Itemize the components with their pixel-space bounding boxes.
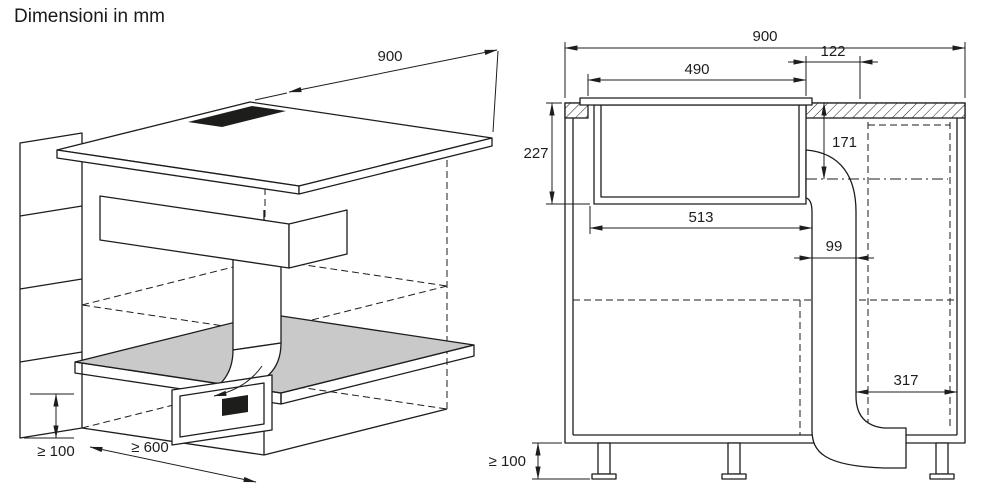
dim-label-iso-plinth: ≥ 100 [37, 443, 74, 460]
dim-label-inner-depth: 171 [832, 134, 857, 151]
airflow-arrow [213, 365, 263, 397]
tub-inner [600, 104, 800, 198]
dim-label-duct-offset: 122 [820, 43, 845, 60]
cabinet-legs [591, 442, 955, 480]
dim-label-total-width: 900 [752, 28, 777, 45]
dim-clearance-below: 513 [589, 206, 813, 234]
section-view: 900 122 490 227 [489, 28, 966, 480]
dim-label-duct-width: 99 [826, 238, 843, 255]
interior-construction-lines [573, 122, 957, 435]
dim-label-clearance-below: 513 [688, 209, 713, 226]
dim-inner-depth: 171 [821, 102, 857, 180]
dim-label-iso-900: 900 [377, 48, 402, 65]
cooktop-section [579, 97, 813, 205]
glass-panel [579, 97, 813, 106]
dim-right-clearance: 317 [855, 372, 958, 395]
dim-label-cutout-width: 490 [684, 61, 709, 78]
dim-hob-depth: 227 [523, 102, 590, 205]
drawer-unit [19, 132, 83, 439]
dim-cutout-width: 490 [587, 56, 807, 96]
dim-iso-depth: ≥ 600 [89, 439, 257, 483]
dim-label-iso-depth: ≥ 600 [131, 439, 168, 456]
exhaust-duct [805, 149, 907, 469]
cooktop-tub-iso [99, 195, 348, 269]
isometric-view: 900 ≥ 100 ≥ 600 [19, 48, 499, 483]
dim-iso-plinth: ≥ 100 [24, 393, 75, 460]
cooktop-glass-iso [56, 101, 493, 195]
dim-section-plinth: ≥ 100 [489, 442, 590, 480]
vent-intake-grille [188, 106, 286, 127]
dim-iso-width: 900 [254, 48, 499, 133]
page-title: Dimensioni in mm [14, 6, 165, 27]
connector-grille [222, 395, 248, 416]
dim-label-right-clearance: 317 [893, 372, 918, 389]
dim-duct-offset: 122 [788, 43, 878, 99]
plinth-connector-box [171, 374, 273, 446]
worktop-left [564, 102, 589, 119]
dim-duct-width: 99 [794, 238, 874, 261]
dim-label-hob-depth: 227 [523, 145, 548, 162]
dim-label-section-plinth: ≥ 100 [489, 453, 526, 470]
dim-total-width: 900 [564, 28, 966, 98]
worktop-right [805, 102, 966, 119]
